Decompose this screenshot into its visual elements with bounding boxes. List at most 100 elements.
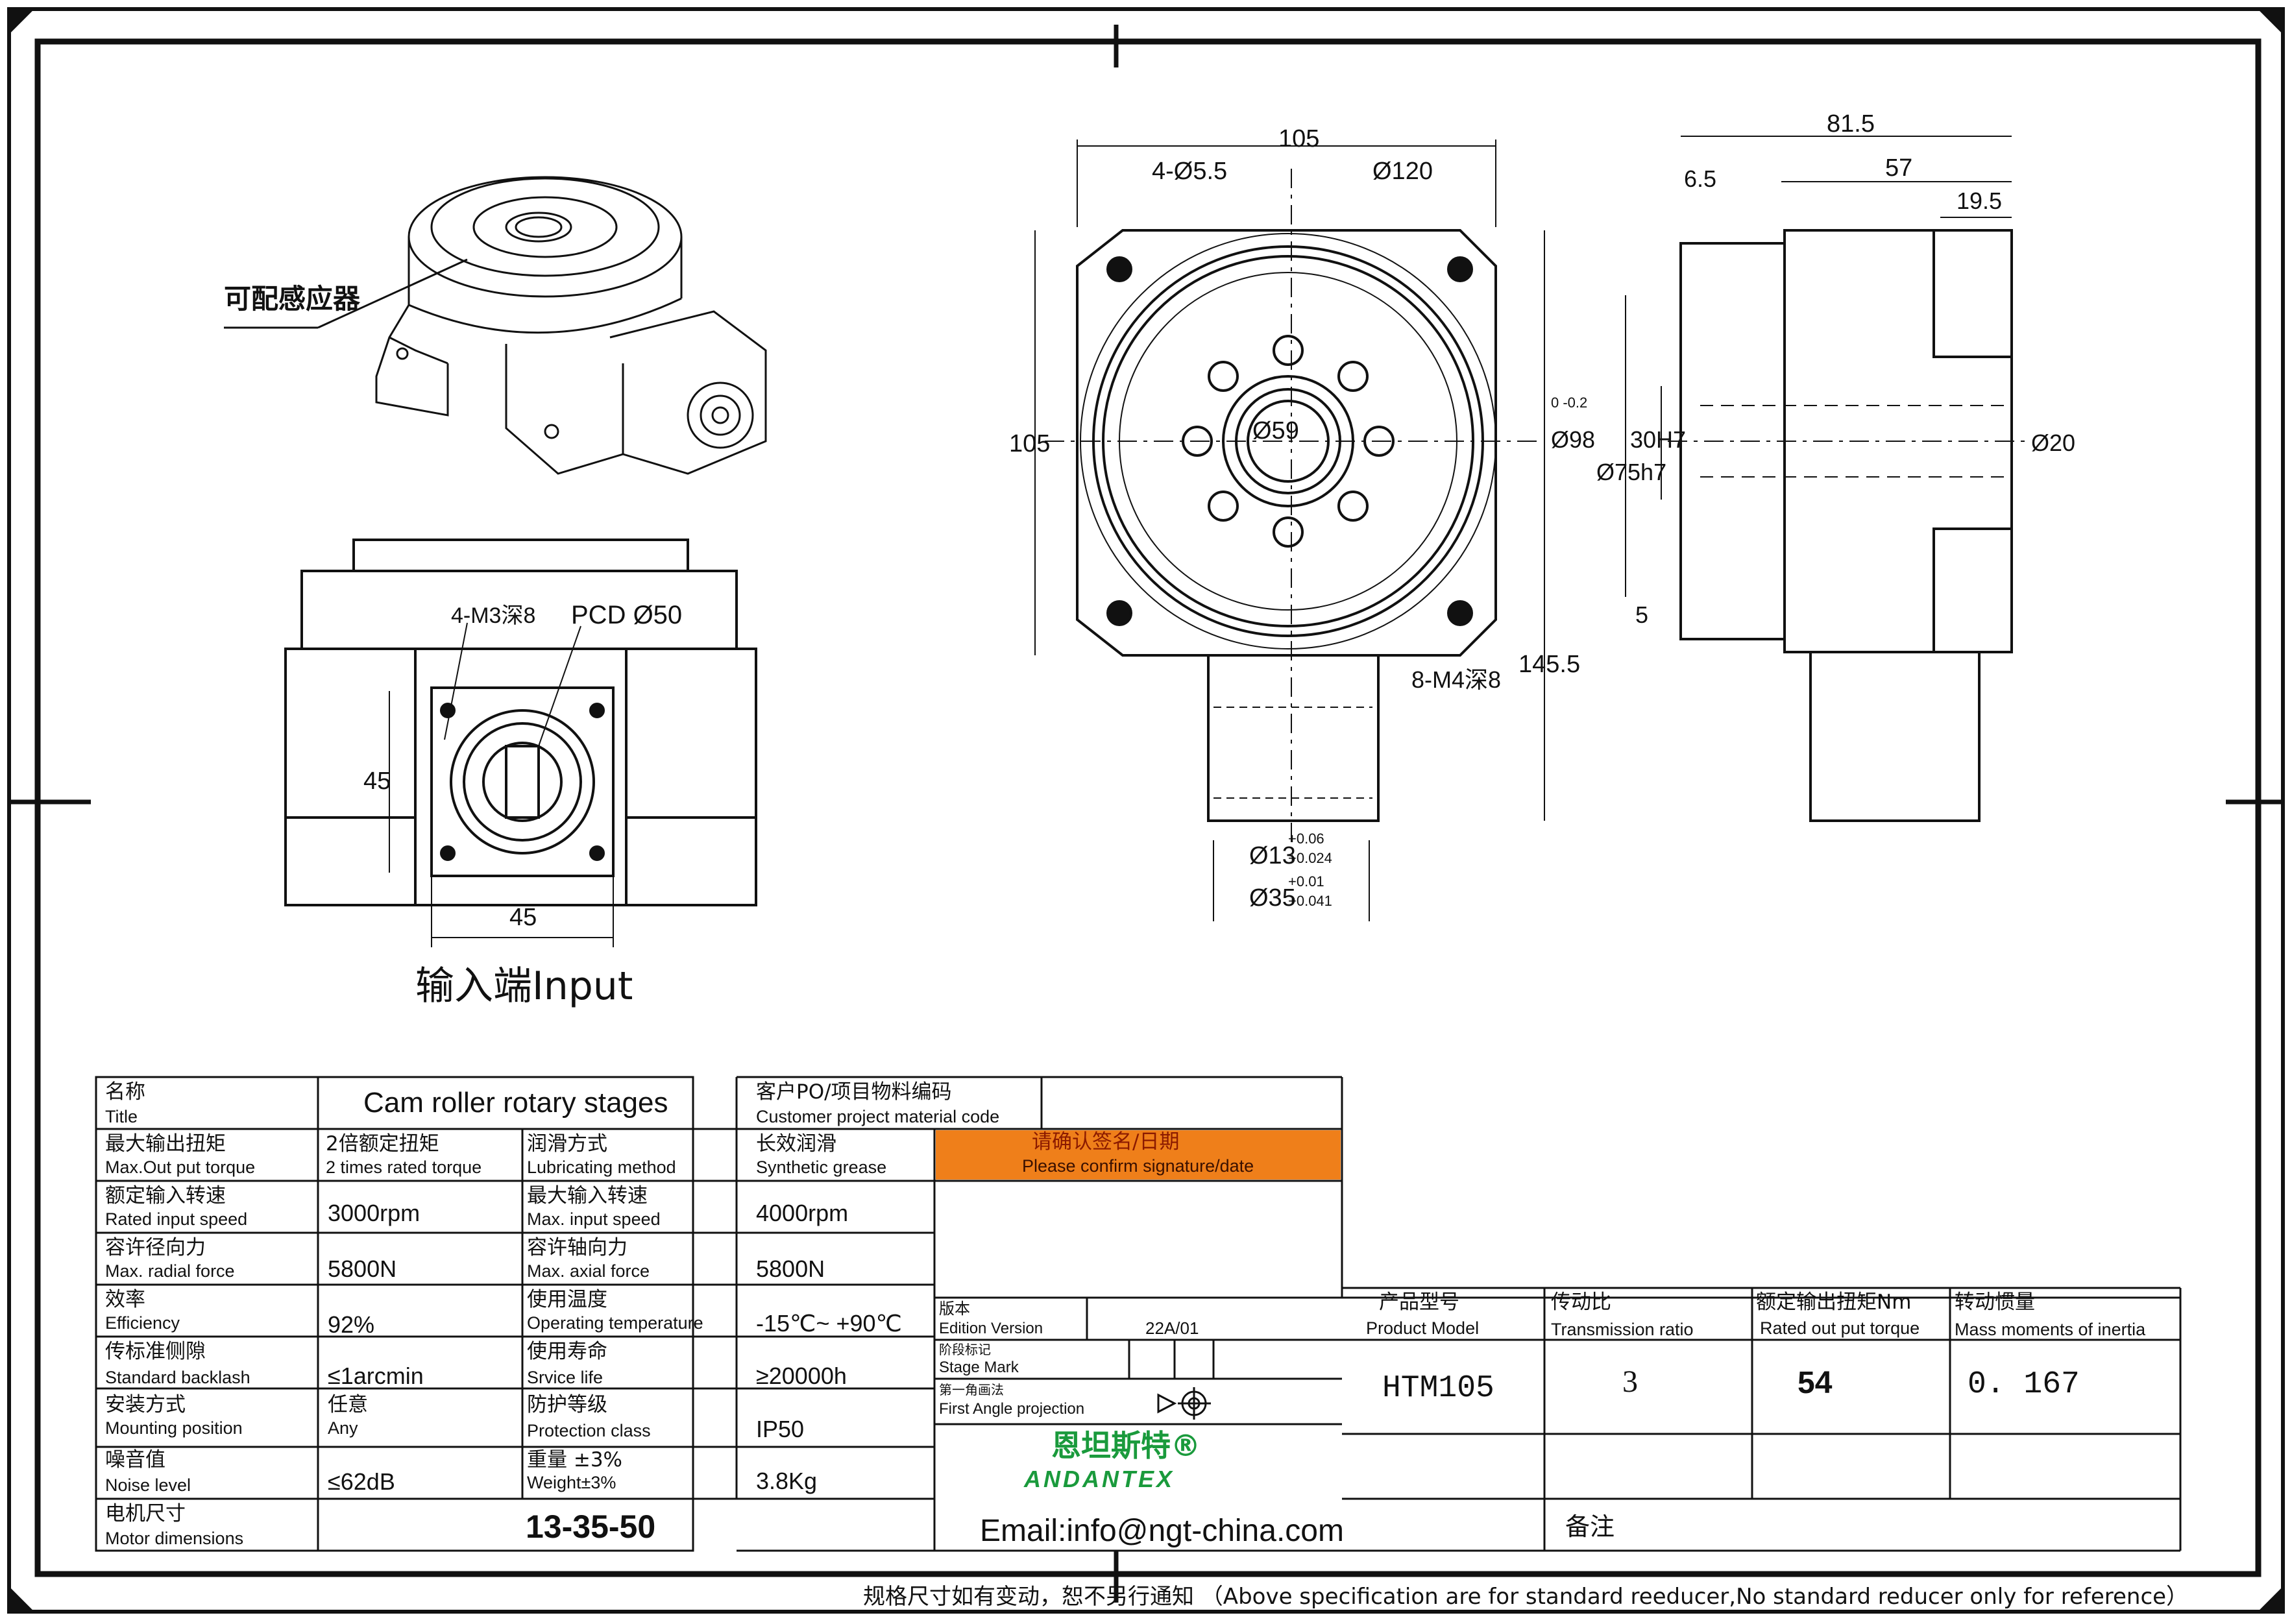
mount-val-cn: 任意	[328, 1393, 368, 1416]
dim-top-width: 105	[1278, 125, 1320, 152]
edition-cn: 版本	[939, 1300, 970, 1318]
model-value: HTM105	[1382, 1371, 1494, 1406]
footer-note: 规格尺寸如有变动，恕不另行通知 （Above specification are…	[863, 1584, 2189, 1610]
dim-d59: Ø59	[1252, 417, 1299, 444]
dim-front-pcd: PCD Ø50	[571, 601, 683, 629]
mount-cn: 安装方式	[105, 1393, 186, 1416]
axial-en: Max. axial force	[527, 1261, 650, 1281]
dim-d35-tol-up: +0.01	[1288, 873, 1324, 890]
max-torque-en: Max.Out put torque	[105, 1157, 256, 1177]
motor-val: 13-35-50	[526, 1509, 656, 1545]
life-val: ≥20000h	[756, 1363, 847, 1389]
brand-logo-en: ANDANTEX	[1024, 1466, 1175, 1492]
backlash-en: Standard backlash	[105, 1368, 250, 1387]
dim-h145: 145.5	[1518, 651, 1581, 678]
dim-top-height: 105	[1009, 430, 1051, 457]
inertia-label-cn: 转动惯量	[1955, 1291, 2035, 1314]
input-caption: 输入端Input	[415, 963, 633, 1009]
spec-table	[95, 1076, 2182, 1552]
radial-cn: 容许径向力	[105, 1236, 206, 1259]
lube-val-cn: 长效润滑	[756, 1132, 836, 1156]
weight-en: Weight±3%	[527, 1473, 616, 1492]
ratio-value: 3	[1622, 1364, 1638, 1399]
dim-d13: Ø13	[1249, 842, 1296, 869]
dim-side-d75: Ø75h7	[1596, 459, 1667, 485]
confirm-label-en: Please confirm signature/date	[1022, 1156, 1254, 1176]
title-label-cn: 名称	[105, 1080, 145, 1104]
dim-side-5: 5	[1635, 601, 1649, 628]
dim-front-45h: 45	[509, 904, 537, 931]
dim-d13-tol-dn: +0.024	[1288, 850, 1332, 866]
radial-val: 5800N	[328, 1255, 397, 1282]
side-view	[1625, 136, 2031, 822]
dim-d13-tol-up: +0.06	[1288, 830, 1324, 847]
temp-en: Operating temperature	[527, 1313, 703, 1333]
mount-en: Mounting position	[105, 1418, 243, 1438]
max-torque-val-en: 2 times rated torque	[326, 1157, 482, 1177]
top-view	[1034, 139, 1545, 921]
inner-frame	[34, 38, 2262, 1577]
dim-d35-tol-dn: +0.041	[1288, 893, 1332, 909]
torque-value: 54	[1798, 1366, 1833, 1400]
torque-label-en: Rated out put torque	[1760, 1318, 1920, 1338]
dim-d35: Ø35	[1249, 884, 1296, 912]
temp-val: -15℃~ +90℃	[756, 1310, 902, 1337]
dim-side-d98: Ø98	[1551, 426, 1596, 453]
angle-cn: 第一角画法	[939, 1382, 1004, 1398]
confirm-label-cn: 请确认签名/日期	[1032, 1130, 1180, 1154]
email-text: Email:info@ngt-china.com	[980, 1514, 1344, 1548]
radial-en: Max. radial force	[105, 1261, 235, 1281]
axial-cn: 容许轴向力	[527, 1236, 628, 1259]
iso-sensor-label: 可配感应器	[224, 283, 361, 315]
prot-cn: 防护等级	[527, 1393, 607, 1416]
inertia-value: 0. 167	[1968, 1367, 2080, 1402]
prot-val: IP50	[756, 1416, 805, 1442]
dim-front-m3: 4-M3深8	[451, 603, 536, 628]
motor-cn: 电机尺寸	[105, 1502, 186, 1525]
outer-frame	[7, 7, 2285, 1614]
noise-cn: 噪音值	[105, 1448, 165, 1472]
max-speed-val: 4000rpm	[756, 1200, 849, 1226]
lube-cn: 润滑方式	[527, 1132, 607, 1156]
max-speed-cn: 最大输入转速	[527, 1184, 648, 1207]
weight-cn: 重量 ±3%	[527, 1448, 623, 1472]
customer-label-cn: 客户PO/项目物料编码	[756, 1080, 952, 1104]
life-cn: 使用寿命	[527, 1340, 607, 1363]
temp-cn: 使用温度	[527, 1288, 607, 1311]
model-label-en: Product Model	[1366, 1318, 1480, 1338]
iso-view	[224, 176, 767, 475]
motor-en: Motor dimensions	[105, 1529, 244, 1548]
stage-en: Stage Mark	[939, 1359, 1019, 1376]
front-view	[284, 539, 757, 947]
backlash-val: ≤1arcmin	[328, 1363, 424, 1389]
noise-val: ≤62dB	[328, 1468, 395, 1495]
eff-en: Efficiency	[105, 1313, 180, 1333]
lube-val-en: Synthetic grease	[756, 1157, 887, 1177]
dim-hole-4: 4-Ø5.5	[1152, 158, 1228, 185]
rated-speed-cn: 额定输入转速	[105, 1184, 226, 1207]
dim-side-d20: Ø20	[2031, 430, 2076, 456]
dim-side-65: 6.5	[1684, 165, 1717, 192]
dim-side-57: 57	[1885, 154, 1913, 182]
eff-cn: 效率	[105, 1288, 145, 1311]
title-label-en: Title	[105, 1107, 138, 1126]
ratio-label-cn: 传动比	[1551, 1291, 1611, 1314]
dim-side-30h7: 30H7	[1630, 426, 1687, 453]
dim-side-d98-tol: 0 -0.2	[1551, 394, 1588, 411]
life-en: Srvice life	[527, 1368, 603, 1387]
dim-front-45v: 45	[363, 768, 391, 795]
backlash-cn: 传标准侧隙	[105, 1340, 206, 1363]
max-speed-en: Max. input speed	[527, 1209, 661, 1229]
max-torque-val-cn: 2倍额定扭矩	[326, 1132, 439, 1156]
stage-cn: 阶段标记	[939, 1342, 991, 1357]
customer-label-en: Customer project material code	[756, 1107, 1000, 1126]
remark-label: 备注	[1565, 1512, 1615, 1541]
title-value: Cam roller rotary stages	[363, 1087, 668, 1119]
dim-m4: 8-M4深8	[1411, 666, 1502, 693]
dim-side-815: 81.5	[1827, 110, 1875, 138]
model-label-cn: 产品型号	[1379, 1291, 1459, 1314]
dim-side-195: 19.5	[1957, 188, 2003, 214]
inertia-label-en: Mass moments of inertia	[1955, 1320, 2146, 1339]
rated-speed-en: Rated input speed	[105, 1209, 248, 1229]
